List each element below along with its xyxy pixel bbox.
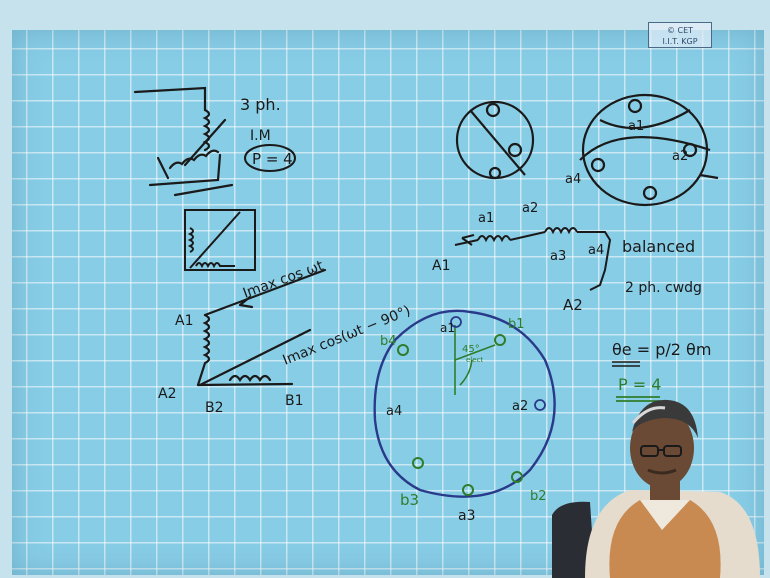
series-a4: a4 [588, 243, 604, 258]
slot-a4: a4 [386, 404, 402, 419]
slot-b4: b4 [380, 334, 397, 349]
coil-series-sketch [454, 227, 612, 291]
note-two-phase: 2 ph. cwdg [625, 280, 702, 296]
chair [552, 501, 595, 578]
slot-a1: a1 [440, 321, 455, 335]
series-a3: a3 [550, 249, 566, 264]
note-p4: P = 4 [618, 375, 661, 394]
phase-box-sketch [184, 209, 256, 271]
label-A1-left: A1 [175, 313, 193, 329]
series-A1: A1 [432, 258, 450, 274]
series-A2: A2 [563, 296, 583, 314]
slot-b3: b3 [400, 491, 419, 509]
note-imax-cos: Imax cos ωt [241, 258, 326, 302]
label-B1: B1 [285, 393, 304, 409]
theta-underline [612, 361, 640, 367]
stator-circle [373, 309, 556, 498]
note-phase: 3 ph. [240, 95, 281, 114]
two-phase-winding-sketch [196, 268, 327, 387]
rotor-circle-large [579, 93, 719, 207]
note-theta-e: θe = p/2 θm [612, 340, 711, 359]
whiteboard [12, 30, 764, 575]
note-machine: I.M [250, 128, 271, 144]
series-a2: a2 [522, 201, 538, 216]
slot-b2: b2 [530, 489, 547, 504]
note-angle-sub: elect [466, 356, 483, 364]
poles-ellipse [244, 144, 296, 172]
series-a1: a1 [478, 211, 494, 226]
label-B2: B2 [205, 400, 224, 416]
three-phase-winding-sketch [133, 86, 234, 197]
watermark-line2: I.I.T. KGP [662, 37, 698, 46]
watermark-line1: © CET [666, 26, 694, 35]
presenter [585, 399, 760, 578]
cet-watermark: © CET I.I.T. KGP [648, 22, 712, 48]
rotor-circle-small [455, 100, 535, 180]
p4-underline [616, 396, 660, 402]
slot-a2: a2 [512, 399, 528, 414]
circle-label-a1: a1 [628, 119, 644, 134]
slot-a3: a3 [458, 508, 476, 524]
circle-label-a2: a2 [672, 149, 688, 164]
note-angle: 45° [462, 344, 480, 355]
note-poles: P = 4 [252, 150, 293, 168]
note-balanced: balanced [622, 237, 695, 256]
slot-b1: b1 [508, 317, 525, 332]
label-A2-left: A2 [158, 386, 176, 402]
circle-label-a4: a4 [565, 172, 581, 187]
